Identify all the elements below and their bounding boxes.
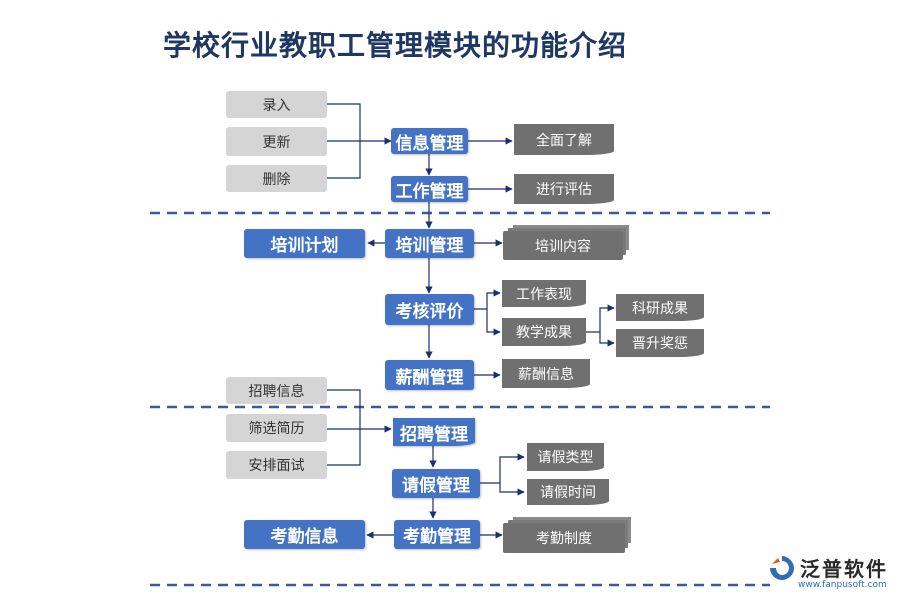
assessment-node: 考核评价 — [385, 294, 474, 325]
arrange-interview-input: 安排面试 — [226, 451, 327, 479]
leave-mgmt-node: 请假管理 — [392, 469, 480, 498]
input-update: 更新 — [226, 127, 327, 156]
attendance-info-node: 考勤信息 — [244, 520, 365, 549]
brand-logo: 泛普软件 www.fanpusoft.com — [768, 553, 888, 590]
input-entry: 录入 — [226, 91, 327, 118]
salary-mgmt-node: 薪酬管理 — [385, 360, 474, 390]
recruit-info-input: 招聘信息 — [226, 377, 327, 404]
teaching-results-node: 教学成果 — [502, 318, 586, 346]
training-mgmt-node: 培训管理 — [385, 229, 474, 258]
info-mgmt-node: 信息管理 — [391, 128, 468, 154]
evaluate-node: 进行评估 — [514, 174, 614, 204]
screen-resume-input: 筛选简历 — [226, 414, 327, 442]
overview-node: 全面了解 — [514, 124, 614, 155]
logo-url: www.fanpusoft.com — [798, 580, 887, 590]
research-results-node: 科研成果 — [616, 294, 704, 321]
leave-type-node: 请假类型 — [527, 443, 604, 471]
leave-time-node: 请假时间 — [527, 479, 609, 505]
input-delete: 删除 — [226, 165, 327, 192]
recruit-mgmt-node: 招聘管理 — [393, 418, 475, 446]
attendance-rules-node: 考勤制度 — [503, 523, 625, 553]
promotion-node: 晋升奖惩 — [616, 329, 704, 357]
salary-info-node: 薪酬信息 — [502, 359, 590, 388]
work-mgmt-node: 工作管理 — [391, 176, 468, 202]
training-plan-node: 培训计划 — [244, 229, 365, 258]
logo-icon — [770, 555, 794, 580]
work-performance-node: 工作表现 — [502, 280, 586, 307]
logo-brand-name: 泛普软件 — [800, 557, 888, 581]
attendance-mgmt-node: 考勤管理 — [394, 520, 480, 549]
training-content-node: 培训内容 — [503, 231, 623, 260]
page-title: 学校行业教职工管理模块的功能介绍 — [163, 29, 628, 62]
